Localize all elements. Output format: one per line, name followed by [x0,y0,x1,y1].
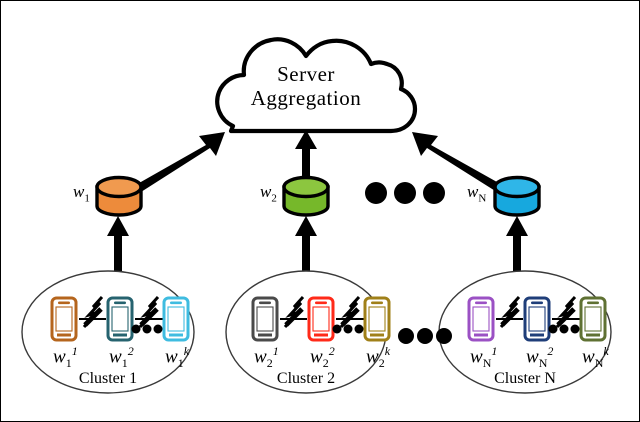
server-row-ellipsis [365,182,445,204]
wireless-link-icon-c2-2 [336,295,364,328]
server-label-n-base: w [467,182,479,201]
phone-icon-c2-d2 [307,296,335,342]
device-label-c2-d3: w2k [366,344,390,371]
arrow-server3-to-cloud [412,132,513,199]
cluster-n-inner-ellipsis [548,324,580,334]
phone-icon-c1-d2 [106,296,134,342]
server-cylinder-2 [282,175,330,217]
server-label-2-sub: 2 [271,192,277,205]
device-label-c1-d3-sub: 1 [177,356,184,371]
cloud-title-line1: Server [277,62,335,86]
cluster-1-inner-ellipsis [131,324,163,334]
device-label-c2-d3-base: w [366,346,379,368]
device-label-c1-d2: w12 [109,344,134,371]
wireless-link-icon-c1-2 [135,295,163,328]
device-label-c1-d1-base: w [53,346,66,368]
device-label-cn-d3-sup: k [603,344,609,358]
device-label-cn-d3: wNk [582,344,609,371]
device-label-cn-d2-base: w [526,346,539,368]
wireless-link-icon-c2-1 [280,295,307,328]
device-label-c2-d2: w22 [310,344,335,371]
device-label-c1-d2-sup: 2 [127,344,134,358]
device-label-c2-d2-sub: 2 [322,356,329,371]
device-label-c1-d2-base: w [109,346,122,368]
wireless-link-icon-cn-1 [496,295,523,328]
device-label-c2-d2-sup: 2 [328,344,335,358]
device-label-c2-d3-sup: k [384,344,391,358]
cloud-title-line2: Aggregation [250,86,362,110]
wireless-link-icon-cn-2 [552,295,580,328]
phone-icon-cn-d3 [579,296,607,342]
device-label-c2-d1: w21 [254,344,279,371]
phone-icon-c1-d1 [50,296,78,342]
server-cylinder-n [493,175,541,217]
cluster-2-devices [251,295,391,342]
wireless-link-icon-c1-1 [79,295,106,328]
phone-icon-cn-d2 [523,296,551,342]
phone-icon-c2-d3 [363,296,391,342]
device-label-cn-d3-base: w [582,346,595,368]
device-label-cn-d1-base: w [470,346,483,368]
device-label-c2-d1-sub: 2 [266,356,273,371]
cluster-1-devices [50,295,190,342]
device-label-cn-d2-sub: N [538,356,548,371]
cluster-n-devices [467,295,607,342]
arrow-cluster2-to-server2 [295,216,317,273]
phone-icon-c1-d3 [162,296,190,342]
server-label-2: w2 [260,182,277,204]
device-label-c1-d1-sub: 1 [65,356,72,371]
device-label-c1-d3-base: w [165,346,178,368]
arrow-cluster1-to-server1 [107,216,129,273]
server-label-2-base: w [260,182,272,201]
device-label-cn-d2-sup: 2 [547,344,554,358]
server-label-1-base: w [73,182,85,201]
cluster-2-inner-ellipsis [332,324,364,334]
server-label-1-sub: 1 [84,192,90,205]
server-aggregation-cloud [215,37,418,134]
device-label-cn-d1: wN1 [470,344,497,371]
device-label-c1-d1-sup: 1 [71,344,78,358]
device-label-c1-d3: w1k [165,344,189,371]
device-label-cn-d3-sub: N [594,356,604,371]
device-label-c2-d2-base: w [310,346,323,368]
device-label-c1-d3-sup: k [183,344,190,358]
server-label-1: w1 [73,182,90,204]
device-label-c2-d3-sub: 2 [378,356,385,371]
device-label-cn-d1-sup: 1 [491,344,498,358]
server-label-n: wN [467,182,486,204]
device-label-cn-d2: wN2 [526,344,553,371]
cluster-2-label: Cluster 2 [276,370,336,387]
phone-icon-cn-d1 [467,296,495,342]
arrow-server1-to-cloud [125,132,225,199]
cloud-outline [215,37,418,134]
arrow-clusterN-to-serverN [506,216,528,273]
server-label-n-sub: N [478,192,487,205]
phone-icon-c2-d1 [251,296,279,342]
cluster-row-ellipsis [398,328,452,344]
device-label-cn-d1-sub: N [482,356,492,371]
arrow-server2-to-cloud [295,130,317,183]
cluster-n-label: Cluster N [494,370,556,387]
device-label-c1-d1: w11 [53,344,78,371]
device-label-c2-d1-base: w [254,346,267,368]
device-label-c2-d1-sup: 1 [272,344,279,358]
cluster-1-label: Cluster 1 [78,370,138,387]
server-cylinder-1 [95,175,143,217]
device-label-c1-d2-sub: 1 [121,356,128,371]
